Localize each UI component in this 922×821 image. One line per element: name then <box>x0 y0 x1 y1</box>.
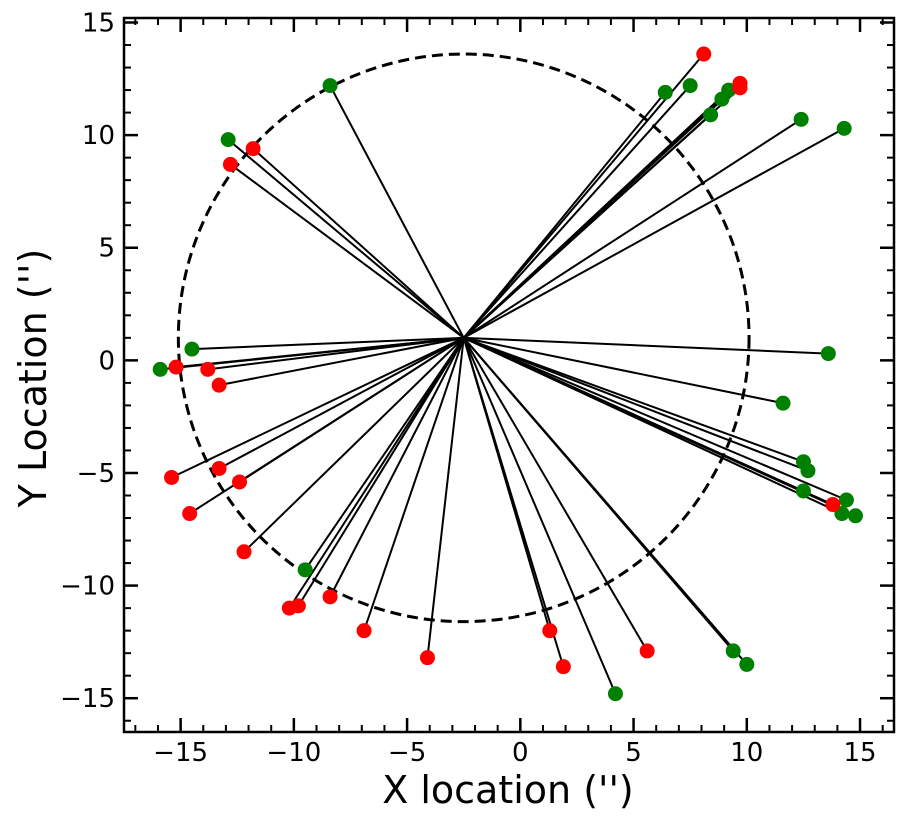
x-tick-label: 15 <box>843 738 876 768</box>
connector-line <box>426 337 465 658</box>
y-axis-label: Y Location ('') <box>11 249 55 509</box>
green-point <box>739 656 755 672</box>
red-point <box>236 544 252 560</box>
red-point <box>232 474 247 490</box>
red-point <box>555 659 571 675</box>
connector-lines-layer <box>160 53 856 695</box>
dashed-circle <box>176 52 751 624</box>
green-point <box>725 643 741 659</box>
tick-labels-layer: −15 −10 −5 0 5 10 15 −15 −10 −5 0 5 10 15 <box>60 9 876 768</box>
connector-line <box>463 127 845 339</box>
red-point <box>696 46 712 62</box>
red-point <box>356 623 372 639</box>
green-point <box>297 562 313 578</box>
red-point <box>168 359 184 375</box>
red-point <box>182 506 198 522</box>
y-tick-label: −15 <box>60 684 115 714</box>
connector-line <box>191 336 464 351</box>
y-tick-label: 5 <box>98 234 115 264</box>
y-tick-label: 0 <box>98 346 115 376</box>
connector-line <box>229 163 465 339</box>
green-point <box>800 463 816 479</box>
scatter-points-layer <box>152 46 863 702</box>
connector-line <box>207 336 464 371</box>
green-point <box>184 341 200 357</box>
y-tick-label: 10 <box>82 121 115 151</box>
connector-line <box>329 337 465 598</box>
red-point <box>164 469 180 485</box>
red-point <box>200 361 216 377</box>
connector-line <box>297 337 465 607</box>
connector-line <box>462 337 649 652</box>
connector-line <box>288 337 465 609</box>
y-tick-label: 15 <box>82 9 115 39</box>
connector-line <box>329 85 465 339</box>
red-point <box>222 156 238 172</box>
green-point <box>836 120 852 136</box>
connector-line <box>227 138 465 339</box>
y-tick-label: −5 <box>77 459 115 489</box>
connector-line <box>462 337 748 666</box>
red-point <box>639 643 655 659</box>
connector-line <box>463 336 834 506</box>
connector-line <box>218 336 465 470</box>
green-point <box>703 107 719 123</box>
axis-ticks <box>124 18 894 732</box>
dashed-circle-layer <box>176 52 751 624</box>
red-point <box>322 589 338 605</box>
red-point <box>290 598 306 614</box>
green-point <box>220 132 236 148</box>
connector-line <box>304 337 465 571</box>
connector-line <box>175 336 464 369</box>
connector-line <box>218 336 464 387</box>
x-axis-label: X location ('') <box>382 768 634 812</box>
red-point <box>211 460 227 476</box>
connector-line <box>463 336 829 355</box>
x-tick-label: 0 <box>512 738 529 768</box>
plot-frame-layer <box>122 16 896 734</box>
red-point <box>211 377 227 393</box>
x-tick-label: 5 <box>625 738 642 768</box>
connector-line <box>363 337 465 631</box>
red-point <box>245 141 261 157</box>
x-tick-label: 10 <box>730 738 763 768</box>
red-point <box>825 497 841 513</box>
connector-line <box>463 336 784 405</box>
red-point <box>732 80 748 96</box>
connector-line <box>462 84 691 339</box>
green-point <box>775 395 791 411</box>
connector-line <box>463 336 809 472</box>
green-point <box>607 686 623 702</box>
connector-line <box>463 336 847 501</box>
green-point <box>657 84 673 100</box>
green-point <box>838 492 854 508</box>
plot-frame <box>122 16 896 734</box>
green-point <box>848 508 863 524</box>
green-point <box>152 361 168 377</box>
red-point <box>419 650 435 666</box>
x-tick-label: −10 <box>266 738 321 768</box>
green-point <box>793 111 809 127</box>
green-point <box>714 91 730 107</box>
green-point <box>322 78 338 94</box>
connector-line <box>463 336 804 463</box>
green-point <box>820 346 836 362</box>
y-tick-label: −10 <box>60 572 115 602</box>
connector-line <box>463 87 741 339</box>
connector-line <box>171 336 465 479</box>
connector-line <box>252 147 465 339</box>
connector-line <box>243 337 465 553</box>
green-point <box>795 483 811 499</box>
connector-line <box>462 337 617 695</box>
green-point <box>682 78 698 94</box>
connector-line <box>462 53 705 339</box>
connector-line <box>462 337 565 667</box>
x-tick-label: −15 <box>153 738 208 768</box>
red-point <box>542 623 558 639</box>
connector-line <box>463 118 802 339</box>
x-tick-label: −5 <box>388 738 426 768</box>
